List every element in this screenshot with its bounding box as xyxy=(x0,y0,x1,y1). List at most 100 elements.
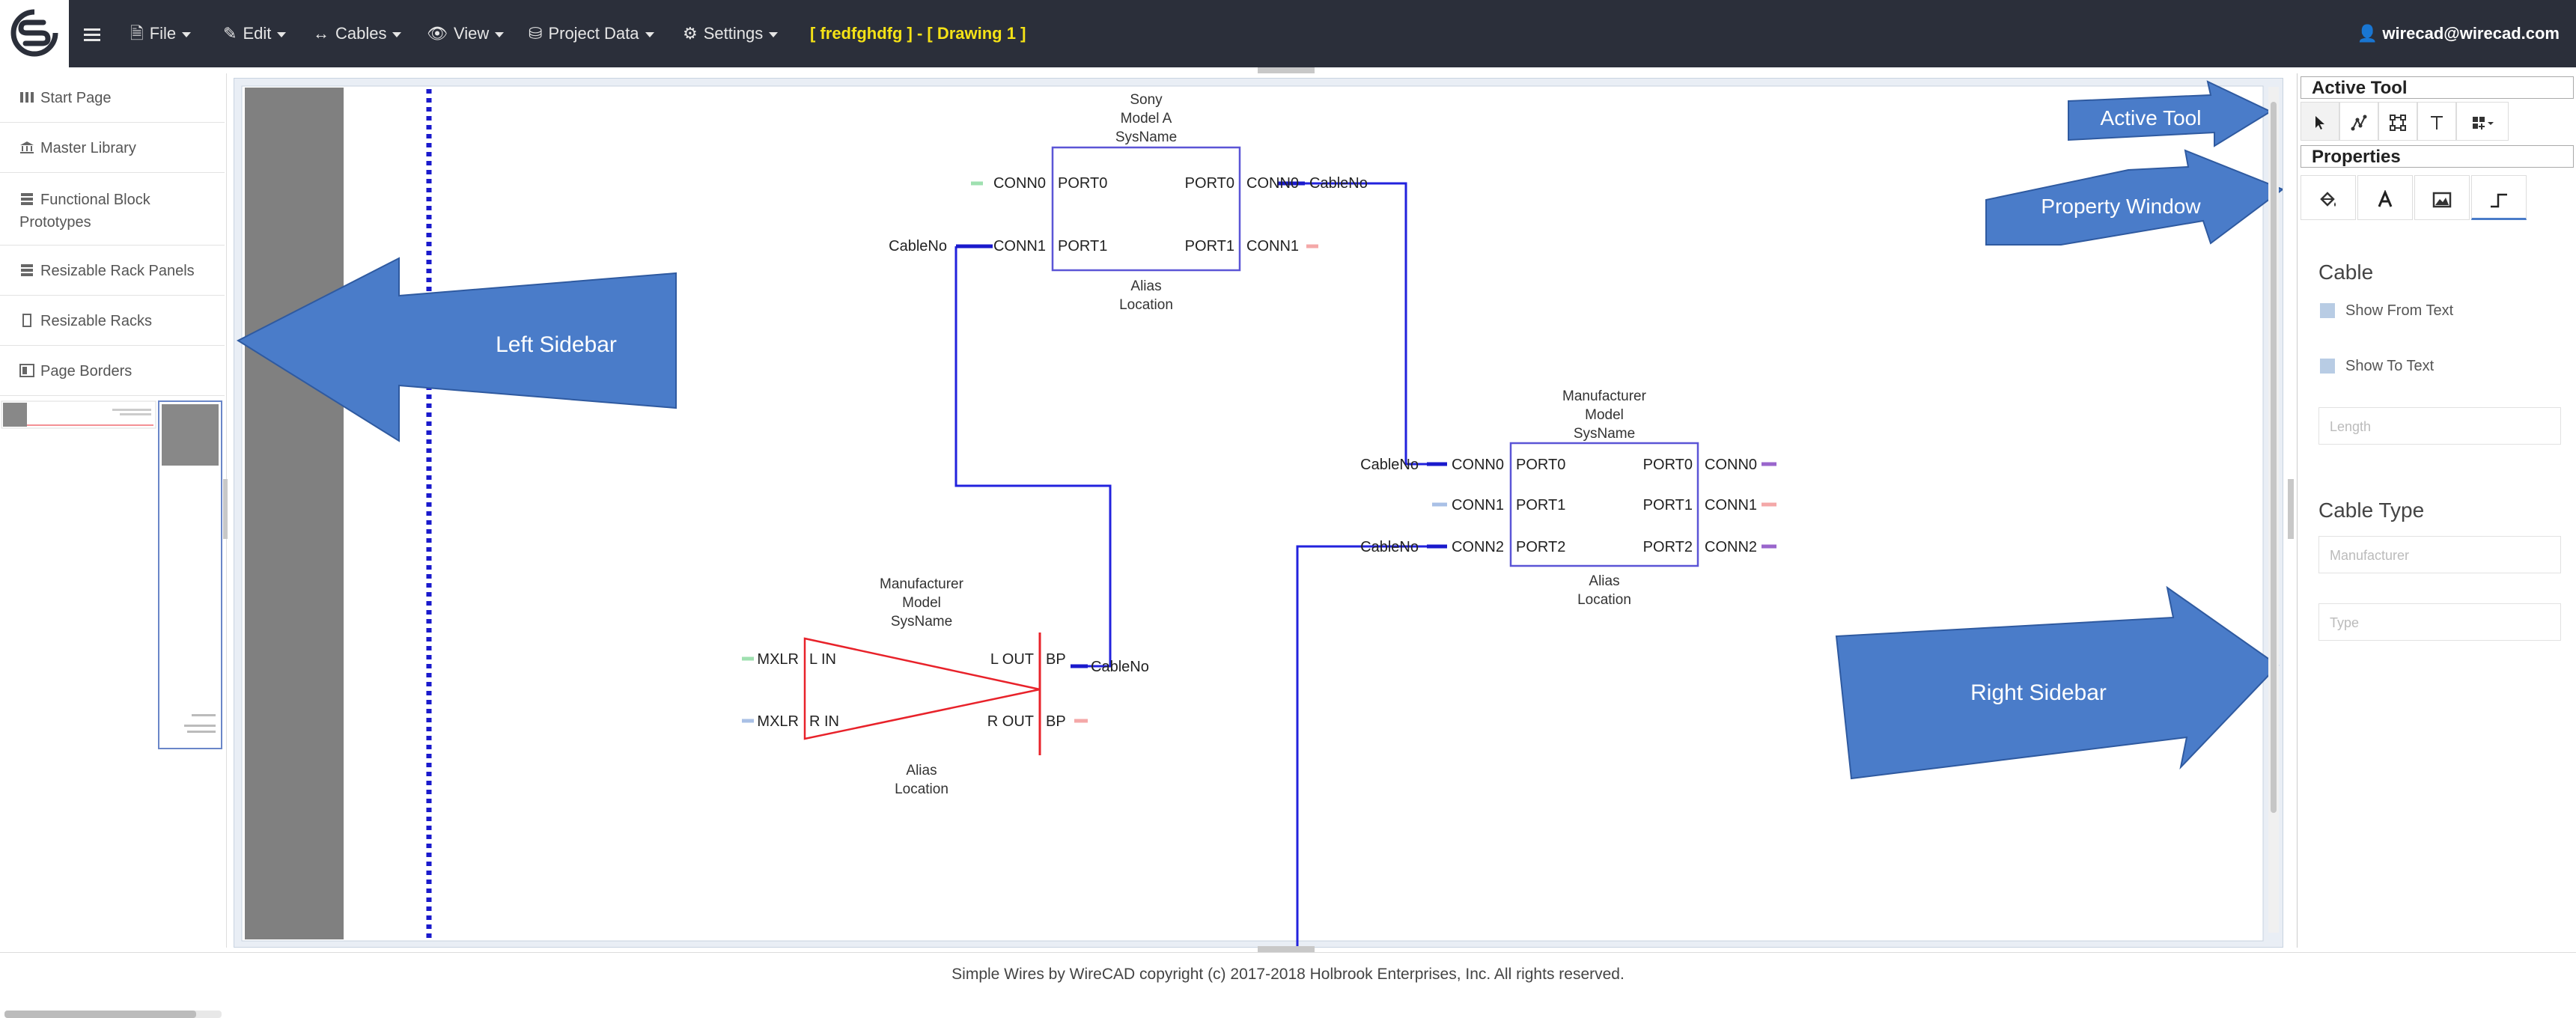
drawing-page[interactable] xyxy=(241,85,2264,942)
block-b-left-conn-0: CONN0 xyxy=(1452,457,1504,473)
file-icon: 🗎 xyxy=(130,24,144,43)
edit-menu[interactable]: ✎Edit xyxy=(223,0,287,67)
left-sidebar: Start Page Master Library Functional Blo… xyxy=(0,73,227,1018)
image-icon xyxy=(2432,192,2452,208)
amp-input-0[interactable]: L IN xyxy=(809,651,836,668)
cables-menu[interactable]: ↔Cables xyxy=(313,0,402,67)
block-b-right-conn-2: CONN2 xyxy=(1705,539,1757,555)
show-from-text-checkbox[interactable]: Show From Text xyxy=(2320,302,2453,320)
cable-label[interactable]: CableNo xyxy=(1360,457,1419,473)
settings-menu[interactable]: ⚙Settings xyxy=(683,0,779,67)
block-b-left-port-0[interactable]: PORT0 xyxy=(1516,457,1565,473)
canvas-vertical-scrollbar[interactable] xyxy=(2268,87,2279,933)
page-margin xyxy=(245,88,344,939)
block-b-alias: Alias xyxy=(1589,573,1619,589)
annotation-left-sidebar: Left Sidebar xyxy=(236,257,677,442)
block-b-left-port-1[interactable]: PORT1 xyxy=(1516,497,1565,513)
checkbox-box[interactable] xyxy=(2320,359,2335,374)
cable-label[interactable]: CableNo xyxy=(889,238,947,254)
block-a-body[interactable] xyxy=(1051,146,1241,272)
block-a-left-port-1[interactable]: PORT1 xyxy=(1058,238,1107,254)
left-sidebar-splitter[interactable] xyxy=(223,479,228,539)
caret-down-icon xyxy=(392,31,402,37)
functional-block-b[interactable]: Manufacturer Model SysName Alias Locatio… xyxy=(1452,388,1757,608)
length-input[interactable]: Length xyxy=(2318,407,2561,445)
block-a-left-conn-0: CONN0 xyxy=(993,175,1046,192)
thumbnail-landscape[interactable] xyxy=(1,400,156,429)
sidebar-item-resizable-rack-panels[interactable]: Resizable Rack Panels xyxy=(0,246,225,296)
text-tool-button[interactable] xyxy=(2417,102,2456,141)
annotation-active-tool-label: Active Tool xyxy=(2101,106,2202,129)
annotation-left-sidebar-label: Left Sidebar xyxy=(496,332,617,357)
sidebar-item-start-page[interactable]: Start Page xyxy=(0,73,225,123)
user-menu[interactable]: 👤 wirecad@wirecad.com xyxy=(2357,24,2560,43)
footer: Simple Wires by WireCAD copyright (c) 20… xyxy=(0,952,2576,1002)
thumbnail-portrait[interactable] xyxy=(158,400,222,749)
show-to-text-checkbox[interactable]: Show To Text xyxy=(2320,358,2434,375)
drawing-canvas[interactable]: Left Sidebar Right Sidebar Active Tool P… xyxy=(234,78,2283,948)
vector-square-icon xyxy=(2390,115,2406,132)
type-input[interactable]: Type xyxy=(2318,603,2561,641)
tab-fill-style[interactable] xyxy=(2301,175,2356,220)
amp-input-1[interactable]: R IN xyxy=(809,713,839,730)
manufacturer-input[interactable]: Manufacturer xyxy=(2318,536,2561,573)
cables xyxy=(954,182,1440,947)
amplifier-block[interactable]: Manufacturer Model SysName Alias Locatio… xyxy=(757,576,1065,797)
file-menu[interactable]: 🗎File xyxy=(130,0,192,67)
amp-output-1[interactable]: R OUT xyxy=(987,713,1034,730)
sidebar-item-resizable-racks[interactable]: Resizable Racks xyxy=(0,296,225,346)
block-b-left-port-2[interactable]: PORT2 xyxy=(1516,539,1565,555)
amp-model: Model xyxy=(902,595,941,611)
cable-b-port2[interactable] xyxy=(1296,545,1440,947)
shape-tool-button[interactable] xyxy=(2378,102,2417,141)
page-border-icon xyxy=(19,364,34,377)
node-path-icon xyxy=(2351,115,2367,131)
block-a-right-conn-1: CONN1 xyxy=(1246,238,1299,254)
app-logo[interactable] xyxy=(0,0,69,67)
sidebar-item-functional-block-prototypes[interactable]: Functional Block Prototypes xyxy=(0,174,225,246)
sidebar-item-master-library[interactable]: Master Library xyxy=(0,124,225,173)
tab-text-style[interactable] xyxy=(2357,175,2413,220)
canvas-bottom-handle[interactable] xyxy=(1258,946,1315,952)
hamburger-menu-icon[interactable] xyxy=(84,0,100,67)
cable-a-port1-to-amp-bp[interactable] xyxy=(954,246,1112,668)
page-thumbnails[interactable] xyxy=(0,400,225,752)
functional-block-a[interactable]: Sony Model A SysName Alias Location PORT… xyxy=(993,92,1299,313)
block-b-right-port-0[interactable]: PORT0 xyxy=(1643,457,1693,473)
select-tool-button[interactable] xyxy=(2301,102,2339,141)
checkbox-box[interactable] xyxy=(2320,303,2335,318)
tab-image[interactable] xyxy=(2414,175,2470,220)
block-a-model: Model A xyxy=(1121,111,1172,127)
annotation-active-tool: Active Tool xyxy=(2068,80,2273,147)
cable-label[interactable]: CableNo xyxy=(1309,175,1368,192)
amp-output-0[interactable]: L OUT xyxy=(990,651,1034,668)
amplifier-triangle[interactable] xyxy=(803,637,1041,740)
draw-cable-tool-button[interactable] xyxy=(2339,102,2378,141)
annotation-right-sidebar: Right Sidebar xyxy=(1835,585,2280,780)
stack-icon xyxy=(21,193,33,205)
cable-a-port0-to-b-port0[interactable] xyxy=(1305,182,1440,466)
sidebar-item-page-borders[interactable]: Page Borders xyxy=(0,347,225,396)
insert-block-dropdown-button[interactable] xyxy=(2456,102,2509,141)
project-data-menu[interactable]: ⛁Project Data xyxy=(529,0,654,67)
right-sidebar-splitter[interactable] xyxy=(2288,479,2294,539)
block-b-right-port-1[interactable]: PORT1 xyxy=(1643,497,1693,513)
tab-cable[interactable] xyxy=(2471,175,2527,220)
view-menu[interactable]: 👁View xyxy=(427,0,505,67)
block-b-right-port-2[interactable]: PORT2 xyxy=(1643,539,1693,555)
left-sidebar-horizontal-scrollbar[interactable] xyxy=(4,1011,222,1018)
caret-down-icon xyxy=(277,31,287,37)
cable-label[interactable]: CableNo xyxy=(1091,659,1149,675)
eye-icon: 👁 xyxy=(427,24,448,43)
cable-stubs xyxy=(742,181,1776,723)
user-icon: 👤 xyxy=(2357,24,2378,43)
block-a-right-conn-0: CONN0 xyxy=(1246,175,1299,192)
block-b-body[interactable] xyxy=(1509,442,1699,567)
annotation-property-window: Property Window xyxy=(1985,149,2283,246)
canvas-top-handle[interactable] xyxy=(1258,67,1315,73)
block-a-right-port-0[interactable]: PORT0 xyxy=(1185,175,1234,192)
annotation-right-sidebar-label: Right Sidebar xyxy=(1970,680,2107,705)
block-a-left-port-0[interactable]: PORT0 xyxy=(1058,175,1107,192)
block-a-right-port-1[interactable]: PORT1 xyxy=(1185,238,1234,254)
cable-label[interactable]: CableNo xyxy=(1360,539,1419,555)
